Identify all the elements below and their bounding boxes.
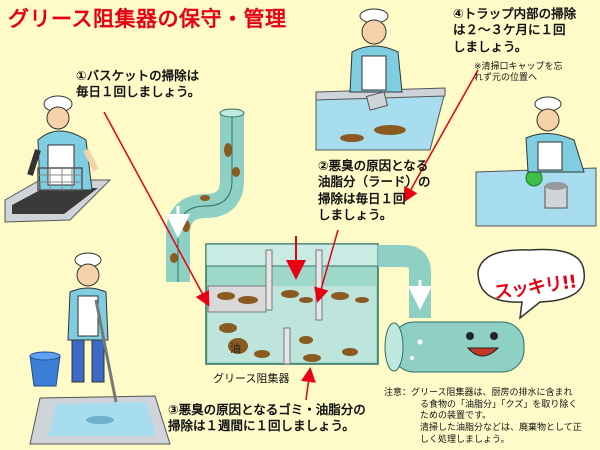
tank-label: グリース阻集器 xyxy=(213,372,290,385)
scene-trap-interior xyxy=(315,8,597,227)
smiling-pipe xyxy=(391,321,525,373)
step-3-weekly: ③悪臭の原因となるゴミ・油脂分の 掃除は１週間に１回しましょう。 xyxy=(168,402,366,434)
oil-label: 油 xyxy=(230,342,241,355)
step-2-grease: ②悪臭の原因となる 油脂分（ラード）の 掃除は毎日１回 しましょう。 xyxy=(318,158,431,222)
inlet-pipe xyxy=(166,108,245,282)
step-4-trap: ④トラップ内部の掃除 は２〜３ケ月に１回 しましょう。 xyxy=(453,6,577,54)
mop-handle xyxy=(94,299,118,403)
note-line: 注意：グリース阻集器は、厨房の排水に含まれ xyxy=(384,388,573,398)
note-line: る食物の「油脂分」「クズ」を取り除く xyxy=(420,399,578,410)
step-4-note: ※清掃口キャップを忘 れず元の位置へ xyxy=(474,62,563,84)
outlet-pipe xyxy=(378,245,525,373)
note-line: しく処理しましょう。 xyxy=(420,434,510,445)
note-line: ための装置です。 xyxy=(420,411,492,422)
step-1-basket: ①バスケットの掃除は 毎日１回しましょう。 xyxy=(76,68,201,100)
sukkiri-bubble xyxy=(477,248,585,320)
scene-basket-cleaning xyxy=(4,95,112,223)
page-title: グリース阻集器の保守・管理 xyxy=(8,7,287,31)
callout-arrows xyxy=(103,69,479,401)
apron xyxy=(47,144,75,186)
scene-weekly-cleaning xyxy=(29,252,171,445)
note-line: 清掃した油脂分などは、廃棄物として正 xyxy=(420,423,582,434)
basket xyxy=(37,167,83,191)
caution-note: 注意：グリース阻集器は、厨房の排水に含まれ る食物の「油脂分」「クズ」を取り除く… xyxy=(384,388,596,446)
scoop xyxy=(365,91,389,111)
grease-interceptor xyxy=(205,236,379,365)
